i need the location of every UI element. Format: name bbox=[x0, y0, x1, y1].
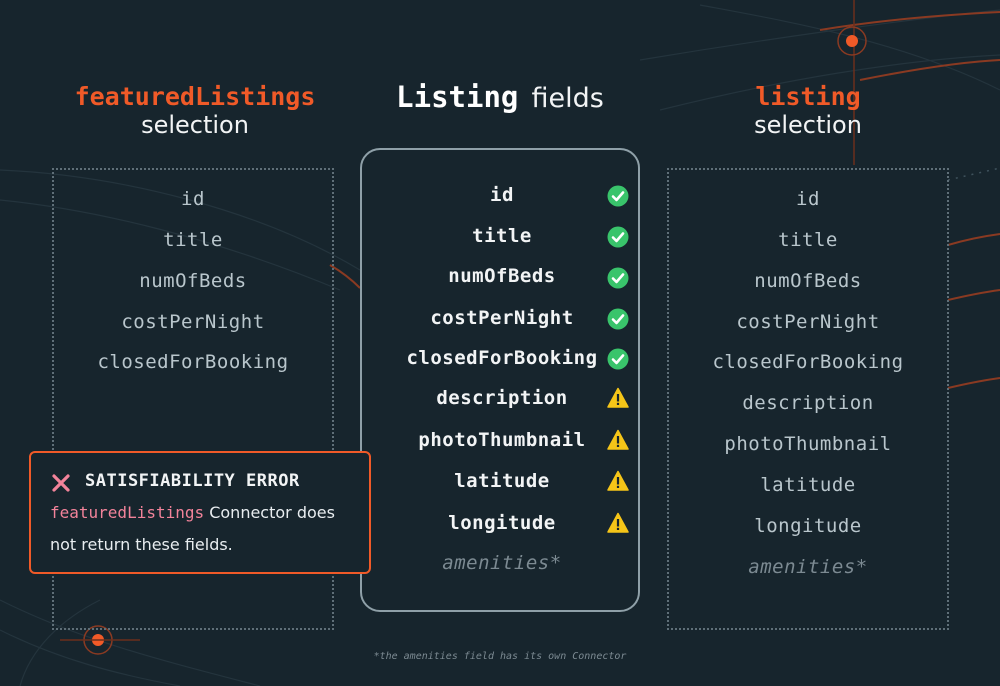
right-field: description bbox=[742, 392, 874, 414]
right-field: photoThumbnail bbox=[724, 433, 892, 455]
warning-icon bbox=[607, 512, 629, 533]
error-message-rest: Connector does bbox=[204, 503, 335, 522]
right-field: latitude bbox=[760, 474, 856, 496]
center-title-code: Listing bbox=[396, 80, 519, 114]
right-field: title bbox=[778, 229, 838, 251]
error-message-line2: not return these fields. bbox=[50, 535, 233, 554]
left-field: closedForBooking bbox=[97, 351, 289, 373]
error-title: SATISFIABILITY ERROR bbox=[85, 471, 300, 491]
warning-icon bbox=[607, 429, 629, 450]
right-title-sub: selection bbox=[754, 111, 862, 139]
satisfiability-error-box: SATISFIABILITY ERROR featuredListings Co… bbox=[29, 451, 371, 574]
error-message-line1: featuredListings Connector does bbox=[50, 503, 335, 522]
left-field: id bbox=[181, 188, 205, 210]
left-title-code: featuredListings bbox=[74, 82, 316, 111]
left-field: title bbox=[163, 229, 223, 251]
center-field: numOfBeds bbox=[448, 265, 556, 287]
check-icon bbox=[607, 308, 629, 330]
left-header: featuredListings selection bbox=[45, 82, 345, 139]
error-connector-name: featuredListings bbox=[50, 503, 205, 522]
footnote: *the amenities field has its own Connect… bbox=[373, 651, 627, 662]
right-header: listing selection bbox=[658, 82, 958, 139]
check-icon bbox=[607, 267, 629, 289]
warning-icon bbox=[607, 470, 629, 491]
center-field: photoThumbnail bbox=[418, 429, 586, 451]
center-field: costPerNight bbox=[430, 307, 574, 329]
x-icon bbox=[52, 474, 70, 492]
right-field: id bbox=[796, 188, 820, 210]
check-icon bbox=[607, 348, 629, 370]
center-field: id bbox=[490, 184, 514, 206]
center-field: closedForBooking bbox=[406, 347, 598, 369]
center-field: title bbox=[472, 225, 532, 247]
right-field: longitude bbox=[754, 515, 862, 537]
right-selection-panel: id title numOfBeds costPerNight closedFo… bbox=[667, 168, 949, 630]
left-field: costPerNight bbox=[121, 311, 265, 333]
center-header: Listing fields bbox=[350, 80, 650, 114]
warning-icon bbox=[607, 387, 629, 408]
right-field: costPerNight bbox=[736, 311, 880, 333]
center-field: longitude bbox=[448, 512, 556, 534]
center-field: latitude bbox=[454, 470, 550, 492]
left-field: numOfBeds bbox=[139, 270, 247, 292]
center-title-sub: fields bbox=[531, 83, 604, 114]
right-field: amenities* bbox=[748, 556, 868, 578]
check-icon bbox=[607, 226, 629, 248]
right-field: closedForBooking bbox=[712, 351, 904, 373]
check-icon bbox=[607, 185, 629, 207]
listing-fields-panel: id title numOfBeds costPerNight closedFo… bbox=[360, 148, 640, 612]
center-field: amenities* bbox=[442, 552, 562, 574]
center-field: description bbox=[436, 387, 568, 409]
right-title-code: listing bbox=[755, 82, 861, 111]
left-selection-panel: id title numOfBeds costPerNight closedFo… bbox=[52, 168, 334, 630]
right-field: numOfBeds bbox=[754, 270, 862, 292]
left-title-sub: selection bbox=[141, 111, 249, 139]
